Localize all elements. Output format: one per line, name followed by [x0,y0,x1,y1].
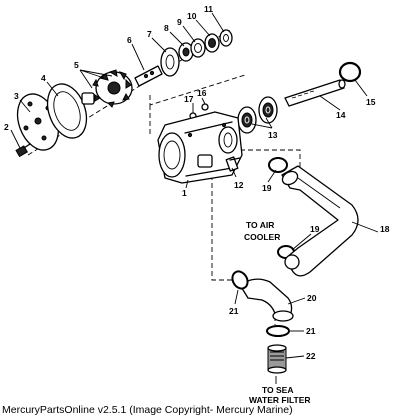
callout-15: 15 [366,97,376,107]
callout-14: 14 [336,110,346,120]
callout-19b: 19 [310,224,320,234]
destination-labels: TO AIR COOLER TO SEA WATER FILTER [244,220,311,405]
hose-clamps [268,157,295,259]
callout-7: 7 [147,29,152,39]
housing-fitting [225,156,241,172]
copyright-caption: MercuryPartsOnline v2.5.1 (Image Copyrig… [2,404,293,416]
label-cooler: COOLER [244,232,280,242]
callout-6: 6 [127,35,132,45]
o-ring [338,61,362,83]
callout-10: 10 [187,11,197,21]
callout-5: 5 [74,60,79,70]
callout-13: 13 [268,130,278,140]
callout-19a: 19 [262,183,272,193]
callout-9: 9 [177,17,182,27]
elbow-hose [239,278,294,322]
callout-4: 4 [41,73,46,83]
callout-11: 11 [204,4,213,14]
callout-22: 22 [306,351,316,361]
label-to-sea: TO SEA [262,385,294,395]
pump-housing [157,111,243,184]
leader-lines [10,12,379,384]
callout-1: 1 [182,188,187,198]
callout-21b: 21 [306,326,316,336]
sea-water-fitting [267,344,287,374]
cooler-hose [281,165,359,277]
callout-20: 20 [307,293,317,303]
plate-gasket [160,47,180,77]
callout-17: 17 [184,94,194,104]
callout-3: 3 [14,91,19,101]
callout-8: 8 [164,23,169,33]
pump-shaft [284,79,346,107]
assembly-axes [27,29,301,325]
callout-2: 2 [4,122,9,132]
label-water-filter: WATER FILTER [249,395,311,405]
callout-numbers: 2 3 4 5 6 7 8 9 10 11 16 17 13 14 15 1 1… [4,4,390,361]
callout-18: 18 [380,224,390,234]
callout-21a: 21 [229,306,239,316]
impeller [81,69,133,108]
callout-12: 12 [234,180,244,190]
callout-16: 16 [197,88,207,98]
wear-plate [134,65,163,87]
label-to-air: TO AIR [246,220,274,230]
gasket [46,83,88,139]
elbow-clamps [231,270,290,337]
bolt [15,141,34,158]
seal-stack [178,29,233,62]
